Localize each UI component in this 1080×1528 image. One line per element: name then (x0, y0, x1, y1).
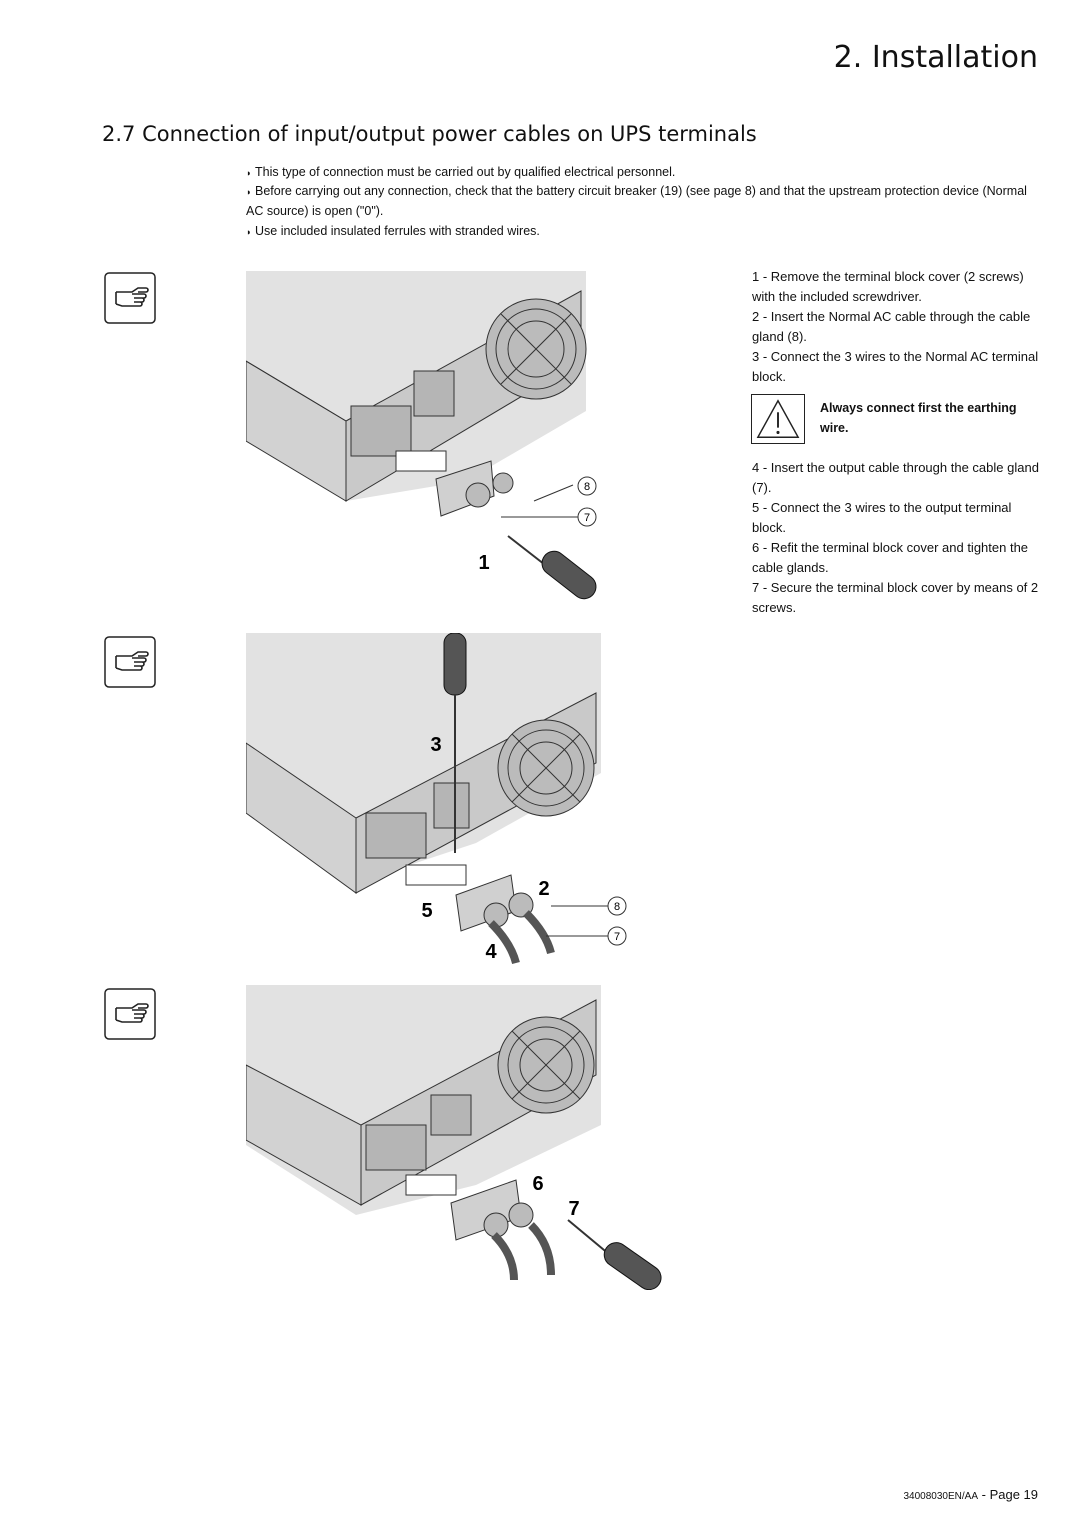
bullet-text: Use included insulated ferrules with str… (255, 224, 540, 238)
pointing-hand-icon (104, 636, 156, 688)
steps-list-bottom: 4 - Insert the output cable through the … (752, 458, 1042, 618)
step-text: 2 - Insert the Normal AC cable through t… (752, 309, 1031, 344)
step-text: 1 - Remove the terminal block cover (2 s… (752, 269, 1024, 304)
steps-list-top: 1 - Remove the terminal block cover (2 s… (752, 267, 1042, 387)
step-number: 2 (538, 878, 549, 900)
step-number: 6 (532, 1173, 543, 1195)
bullet-text: This type of connection must be carried … (255, 165, 676, 179)
step-number: 4 (485, 941, 497, 963)
step-text: 6 - Refit the terminal block cover and t… (752, 540, 1029, 575)
ups-refit-cover-figure: 6 7 (246, 985, 662, 1290)
pointing-hand-icon (104, 988, 156, 1040)
bullet-text: Before carrying out any connection, chec… (246, 184, 1027, 218)
step-number: 7 (568, 1198, 579, 1220)
warning-triangle-icon (751, 394, 805, 444)
step-text: 3 - Connect the 3 wires to the Normal AC… (752, 349, 1039, 384)
warning-text: Always connect first the earthing wire. (820, 401, 1017, 435)
ups-connect-cables-figure: 8 7 3 2 5 4 (246, 633, 627, 965)
callout-label: 7 (584, 512, 590, 524)
callout-label: 8 (614, 901, 620, 913)
step-text: 4 - Insert the output cable through the … (752, 460, 1039, 495)
warning-box: Always connect first the earthing wire. (751, 394, 1041, 448)
pointing-hand-icon (104, 272, 156, 324)
step-number: 3 (430, 734, 441, 756)
step-number: 1 (478, 552, 489, 574)
chapter-title: 2. Installation (833, 40, 1038, 75)
step-text: 7 - Secure the terminal block cover by m… (752, 580, 1039, 615)
callout-label: 7 (614, 931, 620, 943)
doc-code: 34008030EN/AA (903, 1491, 978, 1502)
bullet-icon: ◗ (246, 168, 252, 178)
page-footer: 34008030EN/AA - Page 19 (903, 1487, 1038, 1502)
step-number: 5 (421, 900, 432, 922)
ups-remove-cover-figure: 8 7 1 (246, 271, 597, 600)
bullet-item: ◗Before carrying out any connection, che… (246, 182, 1046, 221)
callout-label: 8 (584, 481, 590, 493)
section-title: 2.7 Connection of input/output power cab… (102, 122, 757, 146)
bullet-item: ◗This type of connection must be carried… (246, 163, 1046, 183)
bullet-item: ◗Use included insulated ferrules with st… (246, 222, 1046, 242)
step-text: 5 - Connect the 3 wires to the output te… (752, 500, 1012, 535)
bullet-icon: ◗ (246, 187, 252, 197)
bullet-icon: ◗ (246, 227, 252, 237)
page-number: - Page 19 (981, 1487, 1038, 1502)
